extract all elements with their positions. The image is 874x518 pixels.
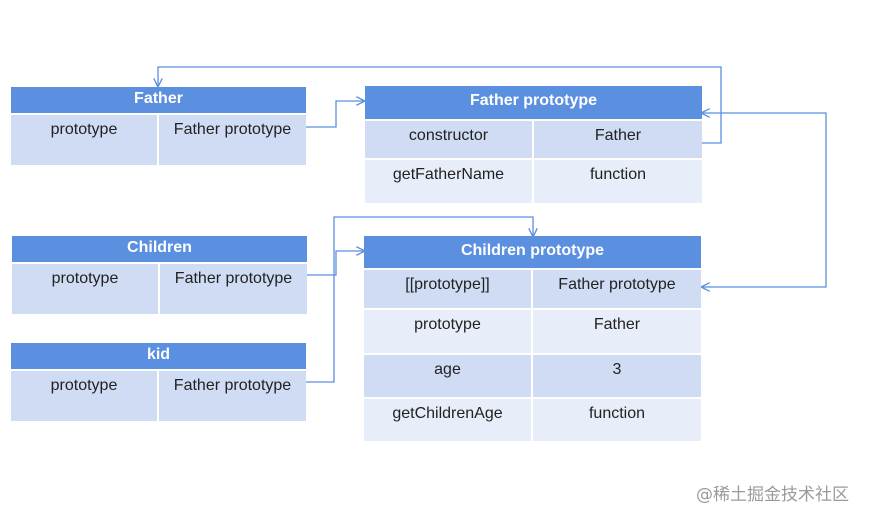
row-key: prototype bbox=[11, 115, 159, 165]
row-value: function bbox=[588, 405, 646, 422]
row-value: Father prototype bbox=[173, 377, 292, 394]
table-row: age 3 bbox=[364, 353, 701, 397]
table-children: Children prototype Father prototype bbox=[12, 236, 307, 314]
row-key: prototype bbox=[11, 371, 159, 421]
table-father-prototype-title: Father prototype bbox=[365, 86, 702, 121]
table-father: Father prototype Father prototype bbox=[11, 87, 306, 165]
row-key: prototype bbox=[364, 310, 533, 353]
row-key: [[prototype]] bbox=[364, 270, 533, 308]
table-children-title: Children bbox=[12, 236, 307, 264]
arrow-children-to-children-prototype bbox=[307, 251, 364, 276]
arrow-children-proto-to-father-prototype bbox=[702, 113, 827, 287]
arrow-constructor-to-father bbox=[158, 66, 722, 144]
row-value: Father prototype bbox=[174, 270, 293, 287]
table-row: getFatherName function bbox=[365, 158, 702, 203]
row-value: Father bbox=[593, 316, 641, 333]
row-value: function bbox=[589, 166, 647, 183]
table-children-prototype: Children prototype [[prototype]] Father … bbox=[364, 236, 701, 441]
row-value: 3 bbox=[612, 361, 622, 378]
row-key: constructor bbox=[365, 121, 534, 158]
row-value: Father bbox=[594, 127, 642, 144]
row-value: Father prototype bbox=[173, 121, 292, 138]
table-row: prototype Father prototype bbox=[11, 371, 306, 421]
row-key: age bbox=[364, 355, 533, 397]
table-row: constructor Father bbox=[365, 121, 702, 158]
table-kid: kid prototype Father prototype bbox=[11, 343, 306, 421]
table-father-prototype: Father prototype constructor Father getF… bbox=[365, 86, 702, 203]
table-row: [[prototype]] Father prototype bbox=[364, 270, 701, 308]
row-key: getChildrenAge bbox=[364, 399, 533, 441]
row-key: getFatherName bbox=[365, 160, 534, 203]
table-row: getChildrenAge function bbox=[364, 397, 701, 441]
table-father-title: Father bbox=[11, 87, 306, 115]
table-kid-title: kid bbox=[11, 343, 306, 371]
arrow-father-to-father-prototype bbox=[306, 101, 364, 128]
table-row: prototype Father prototype bbox=[12, 264, 307, 314]
row-key: prototype bbox=[12, 264, 160, 314]
row-value: Father prototype bbox=[558, 276, 676, 293]
table-row: prototype Father bbox=[364, 308, 701, 353]
table-children-prototype-title: Children prototype bbox=[364, 236, 701, 270]
watermark: @稀土掘金技术社区 bbox=[696, 485, 849, 505]
arrow-kid-to-children-prototype bbox=[306, 216, 533, 383]
table-row: prototype Father prototype bbox=[11, 115, 306, 165]
